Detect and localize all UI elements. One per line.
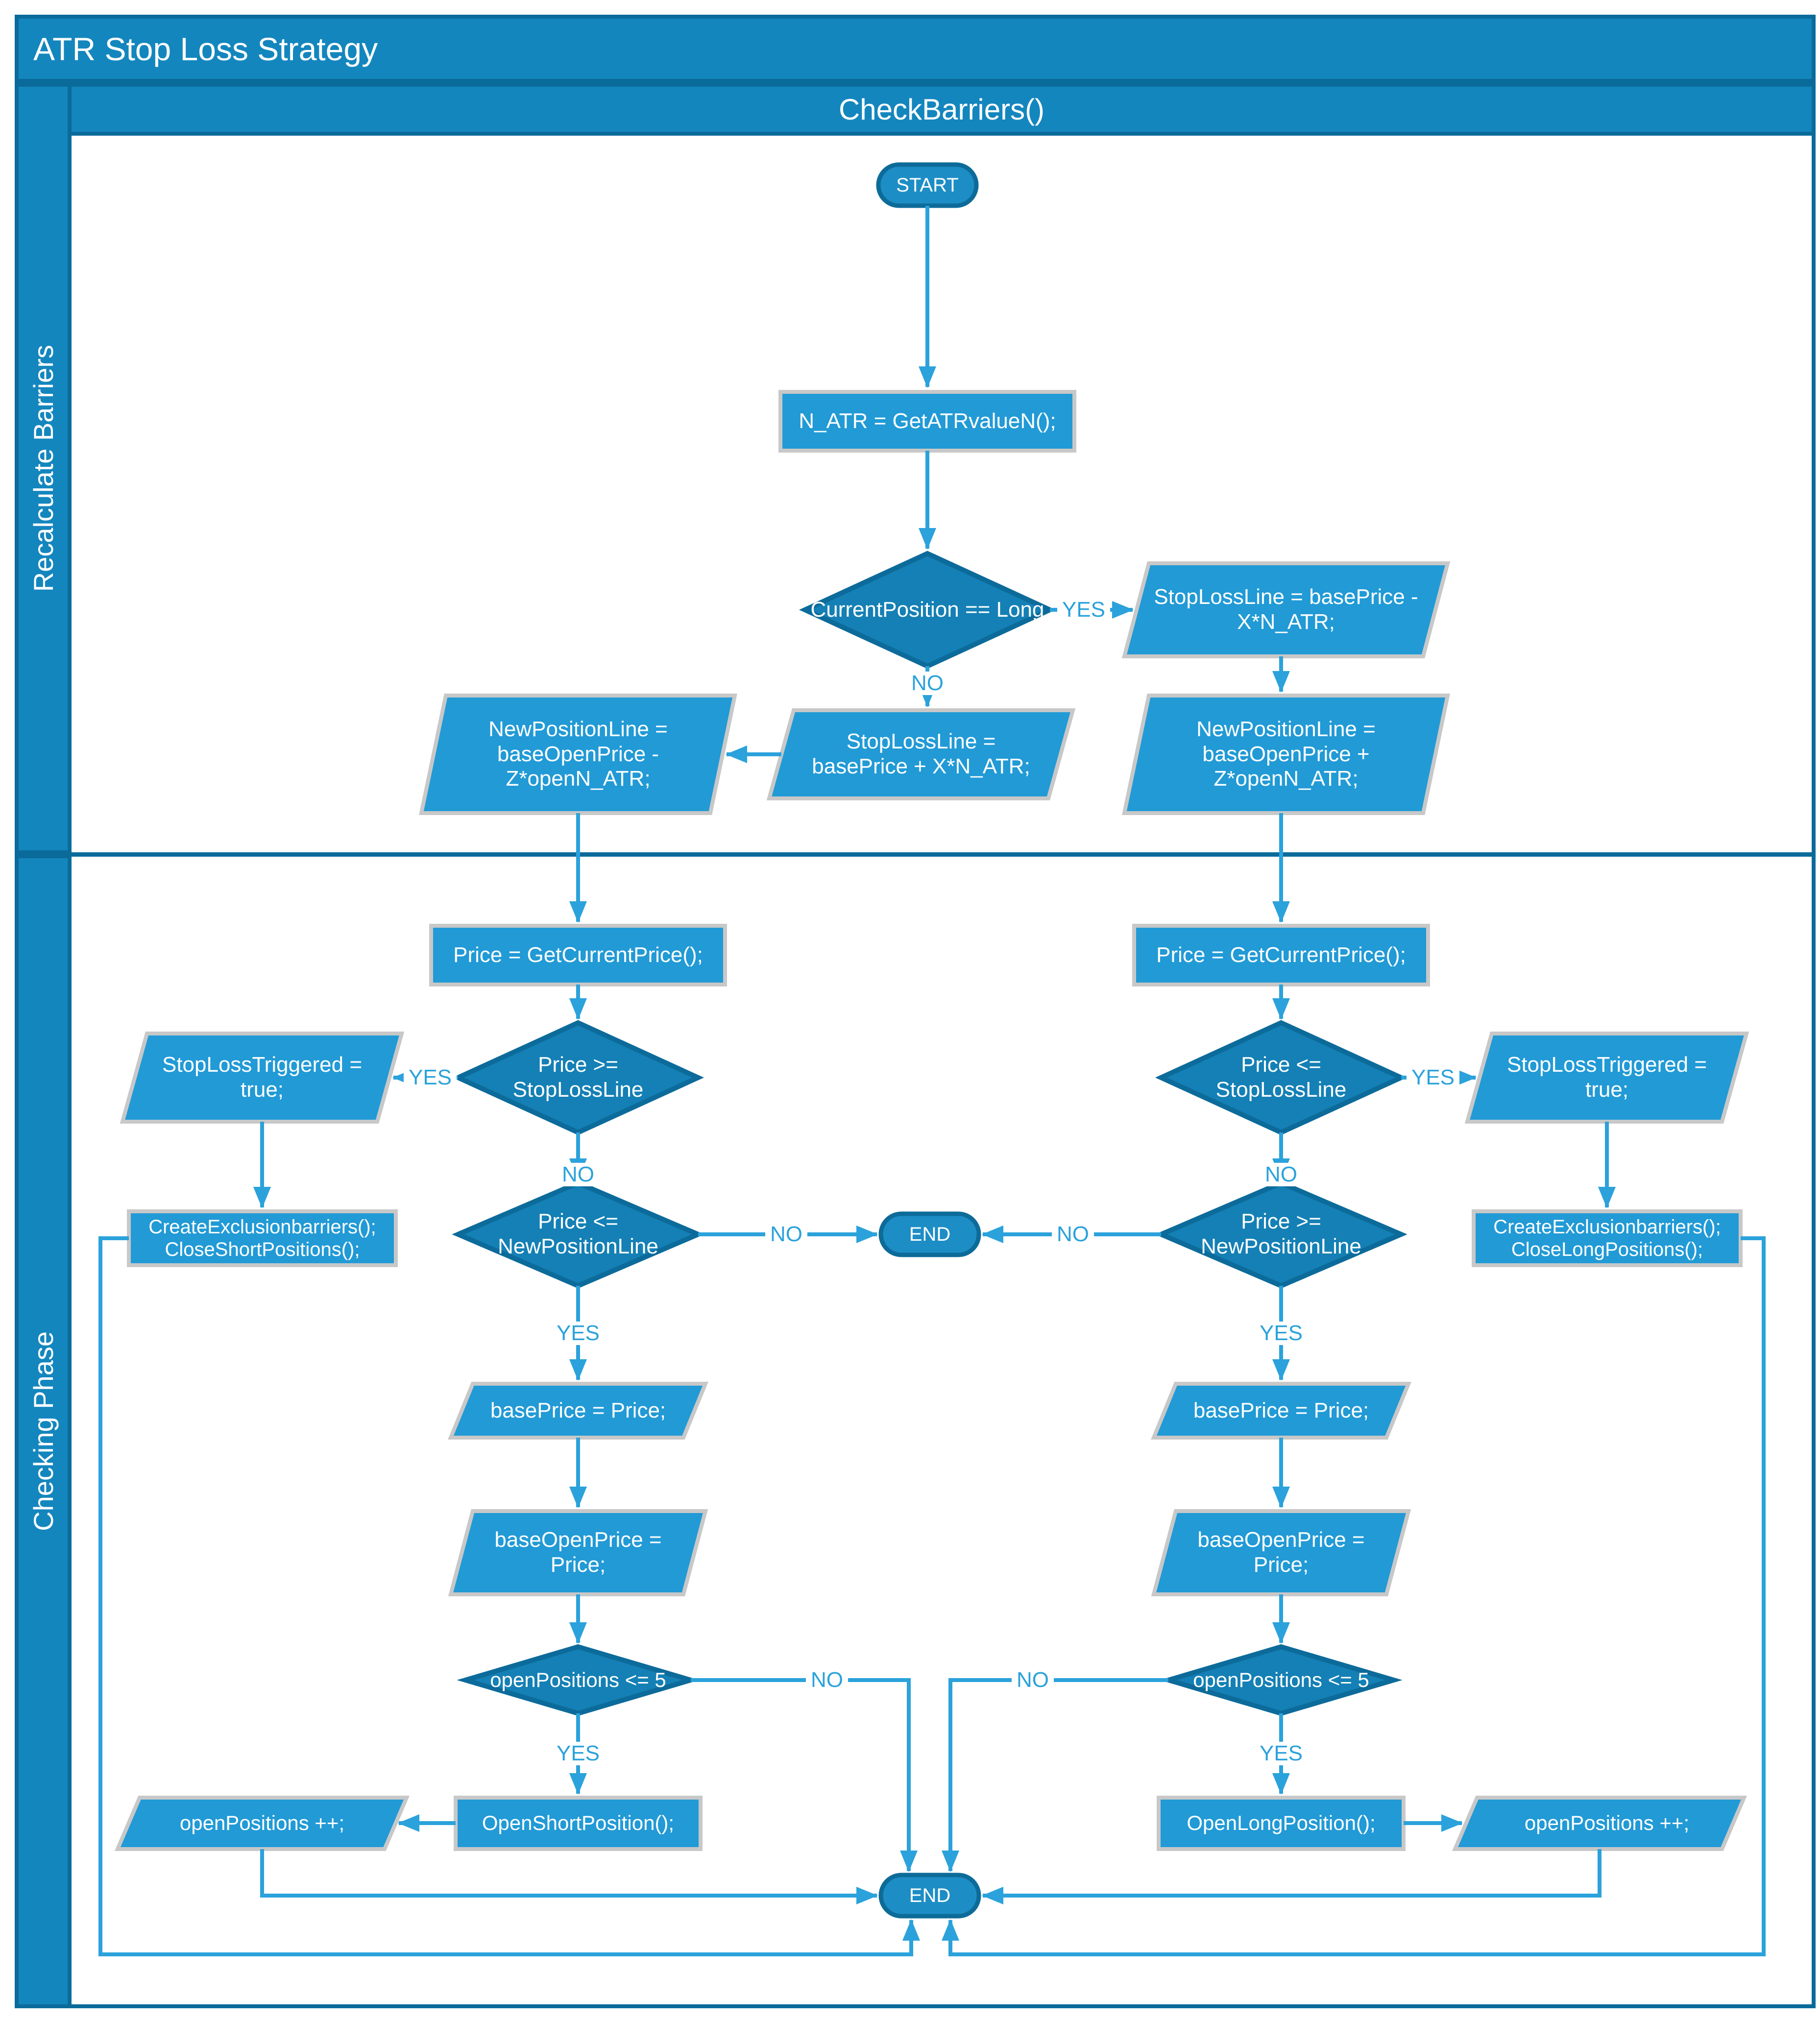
label-no-newposition-left: NO [765,1223,807,1246]
node-close-short: CreateExclusionbarriers(); CloseShortPos… [148,1216,376,1260]
node-new-position-long: NewPositionLine = baseOpenPrice + Z*open… [1196,717,1376,791]
shape-end-mid-terminal [878,1211,981,1257]
shape-newposition-long-data [1122,694,1450,815]
edge-close-short-return-to-end [98,1236,920,1956]
lane-checking-phase: Checking Phase [15,854,72,2008]
edge-openpositions-left-no-to-end [691,1678,918,1872]
label-no-openpositions-left: NO [806,1668,848,1692]
label-no-stoploss-right: NO [1260,1163,1302,1186]
node-get-price-long: Price = GetCurrentPrice(); [1156,942,1406,967]
function-name: CheckBarriers() [838,93,1045,126]
title-bar: ATR Stop Loss Strategy [15,15,1816,83]
edge-increment-short-to-end [260,1849,878,1904]
node-stoploss-triggered-long: StopLossTriggered = true; [1506,1053,1707,1102]
node-open-short-position: OpenShortPosition(); [482,1811,675,1835]
label-no-openpositions-right: NO [1012,1668,1054,1692]
node-stop-loss-short: StopLossLine = basePrice + X*N_ATR; [812,729,1030,778]
shape-stoploss-long-data [1121,561,1451,658]
node-price-ge-newposition: Price >= NewPositionLine [1201,1209,1361,1258]
shape-end-bottom-terminal [878,1873,981,1919]
shape-base-open-price-short-data [448,1509,708,1596]
node-price-ge-stoploss: Price >= StopLossLine [512,1053,644,1102]
shape-open-short-position-process [454,1796,703,1851]
node-open-positions-check-short: openPositions <= 5 [490,1668,666,1691]
node-new-position-short: NewPositionLine = baseOpenPrice - Z*open… [488,717,668,791]
node-start: START [896,174,959,196]
node-base-open-price-short: baseOpenPrice = Price; [494,1528,662,1577]
label-yes-stoploss-right: YES [1406,1066,1460,1089]
edge-close-long-return-to-end [942,1236,1766,1956]
label-yes-current-position: YES [1057,598,1111,622]
edge-openpositions-right-no-to-end [942,1678,1168,1872]
node-price-le-newposition: Price <= NewPositionLine [498,1209,658,1258]
node-price-le-stoploss: Price <= StopLossLine [1215,1053,1347,1102]
node-get-atr: N_ATR = GetATRvalueN(); [799,409,1056,433]
shape-stoploss-triggered-long-data [1464,1032,1749,1124]
shape-get-price-short-process [429,924,727,986]
label-yes-openpositions-right: YES [1254,1742,1308,1765]
page-title: ATR Stop Loss Strategy [33,30,378,67]
node-end-bottom: END [909,1885,951,1906]
node-increment-short: openPositions ++; [179,1811,345,1835]
label-yes-openpositions-left: YES [551,1742,605,1765]
node-stoploss-triggered-short: StopLossTriggered = true; [162,1053,363,1102]
node-open-long-position: OpenLongPosition(); [1187,1811,1376,1835]
shape-base-price-long-data [1151,1382,1411,1440]
node-base-price-short: basePrice = Price; [490,1398,666,1422]
shape-base-price-short-data [448,1382,708,1440]
node-open-positions-check-long: openPositions <= 5 [1193,1668,1369,1691]
node-stop-loss-long: StopLossLine = basePrice - X*N_ATR; [1154,585,1418,634]
shape-get-atr-process [778,390,1076,453]
label-no-newposition-right: NO [1052,1223,1094,1246]
shape-stoploss-short-data [766,708,1076,800]
shape-stoploss-triggered-short-data [120,1032,405,1124]
node-current-position-check: CurrentPosition == Long [810,597,1044,622]
node-increment-long: openPositions ++; [1524,1811,1690,1835]
label-no-current-position: NO [906,672,948,695]
lane-recalculate-barriers: Recalculate Barriers [15,83,72,854]
label-yes-newposition-left: YES [551,1322,605,1345]
label-yes-newposition-right: YES [1254,1322,1308,1345]
shape-increment-long-data [1452,1796,1747,1851]
shape-base-open-price-long-data [1151,1509,1411,1596]
edge-increment-long-to-end [982,1849,1602,1904]
shape-newposition-short-data [419,694,737,815]
function-header-bar: CheckBarriers() [68,83,1816,136]
node-base-price-long: basePrice = Price; [1193,1398,1369,1422]
label-yes-stoploss-left: YES [403,1066,457,1089]
lane-divider [15,852,1816,857]
shape-increment-short-data [114,1796,410,1851]
shape-get-price-long-process [1132,924,1430,986]
label-no-stoploss-left: NO [557,1163,599,1186]
node-close-long: CreateExclusionbarriers(); CloseLongPosi… [1493,1216,1721,1260]
node-get-price-short: Price = GetCurrentPrice(); [453,942,703,967]
shape-close-long-process [1472,1209,1743,1267]
node-base-open-price-long: baseOpenPrice = Price; [1197,1528,1365,1577]
node-end-mid: END [909,1224,951,1245]
